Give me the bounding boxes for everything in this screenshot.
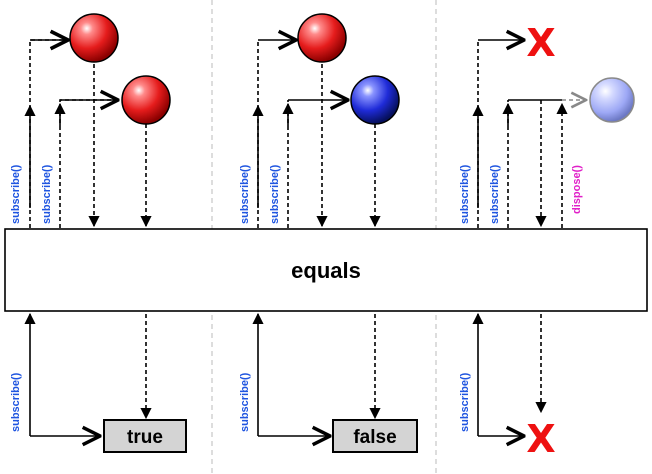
subscribe-label: subscribe() bbox=[10, 372, 22, 432]
blue-marble bbox=[350, 75, 400, 125]
red-marble bbox=[121, 75, 171, 125]
subscribe-label: subscribe() bbox=[10, 164, 22, 224]
panel-3: X subscribe() subscribe() dispose() subs… bbox=[459, 21, 635, 461]
dispose-label: dispose() bbox=[571, 165, 583, 214]
result-text-false: false bbox=[353, 427, 396, 448]
subscribe-label: subscribe() bbox=[459, 372, 471, 432]
operator-box bbox=[4, 228, 648, 312]
subscribe-label: subscribe() bbox=[269, 164, 281, 224]
panel-1: subscribe() subscribe() subscribe() true bbox=[10, 13, 187, 453]
subscribe-label: subscribe() bbox=[489, 164, 501, 224]
subscribe-label: subscribe() bbox=[239, 164, 251, 224]
result-error-mark: X bbox=[526, 417, 555, 461]
operator-label: equals bbox=[291, 258, 361, 283]
subscribe-label: subscribe() bbox=[459, 164, 471, 224]
subscribe-label: subscribe() bbox=[239, 372, 251, 432]
red-marble bbox=[297, 13, 347, 63]
result-text-true: true bbox=[127, 427, 163, 448]
disposed-marble bbox=[589, 77, 635, 123]
source-error-mark: X bbox=[526, 21, 555, 65]
subscribe-label: subscribe() bbox=[41, 164, 53, 224]
red-marble bbox=[69, 13, 119, 63]
result-box-false bbox=[332, 419, 418, 453]
result-box-true bbox=[103, 419, 187, 453]
panel-2: subscribe() subscribe() subscribe() fals… bbox=[239, 13, 418, 453]
